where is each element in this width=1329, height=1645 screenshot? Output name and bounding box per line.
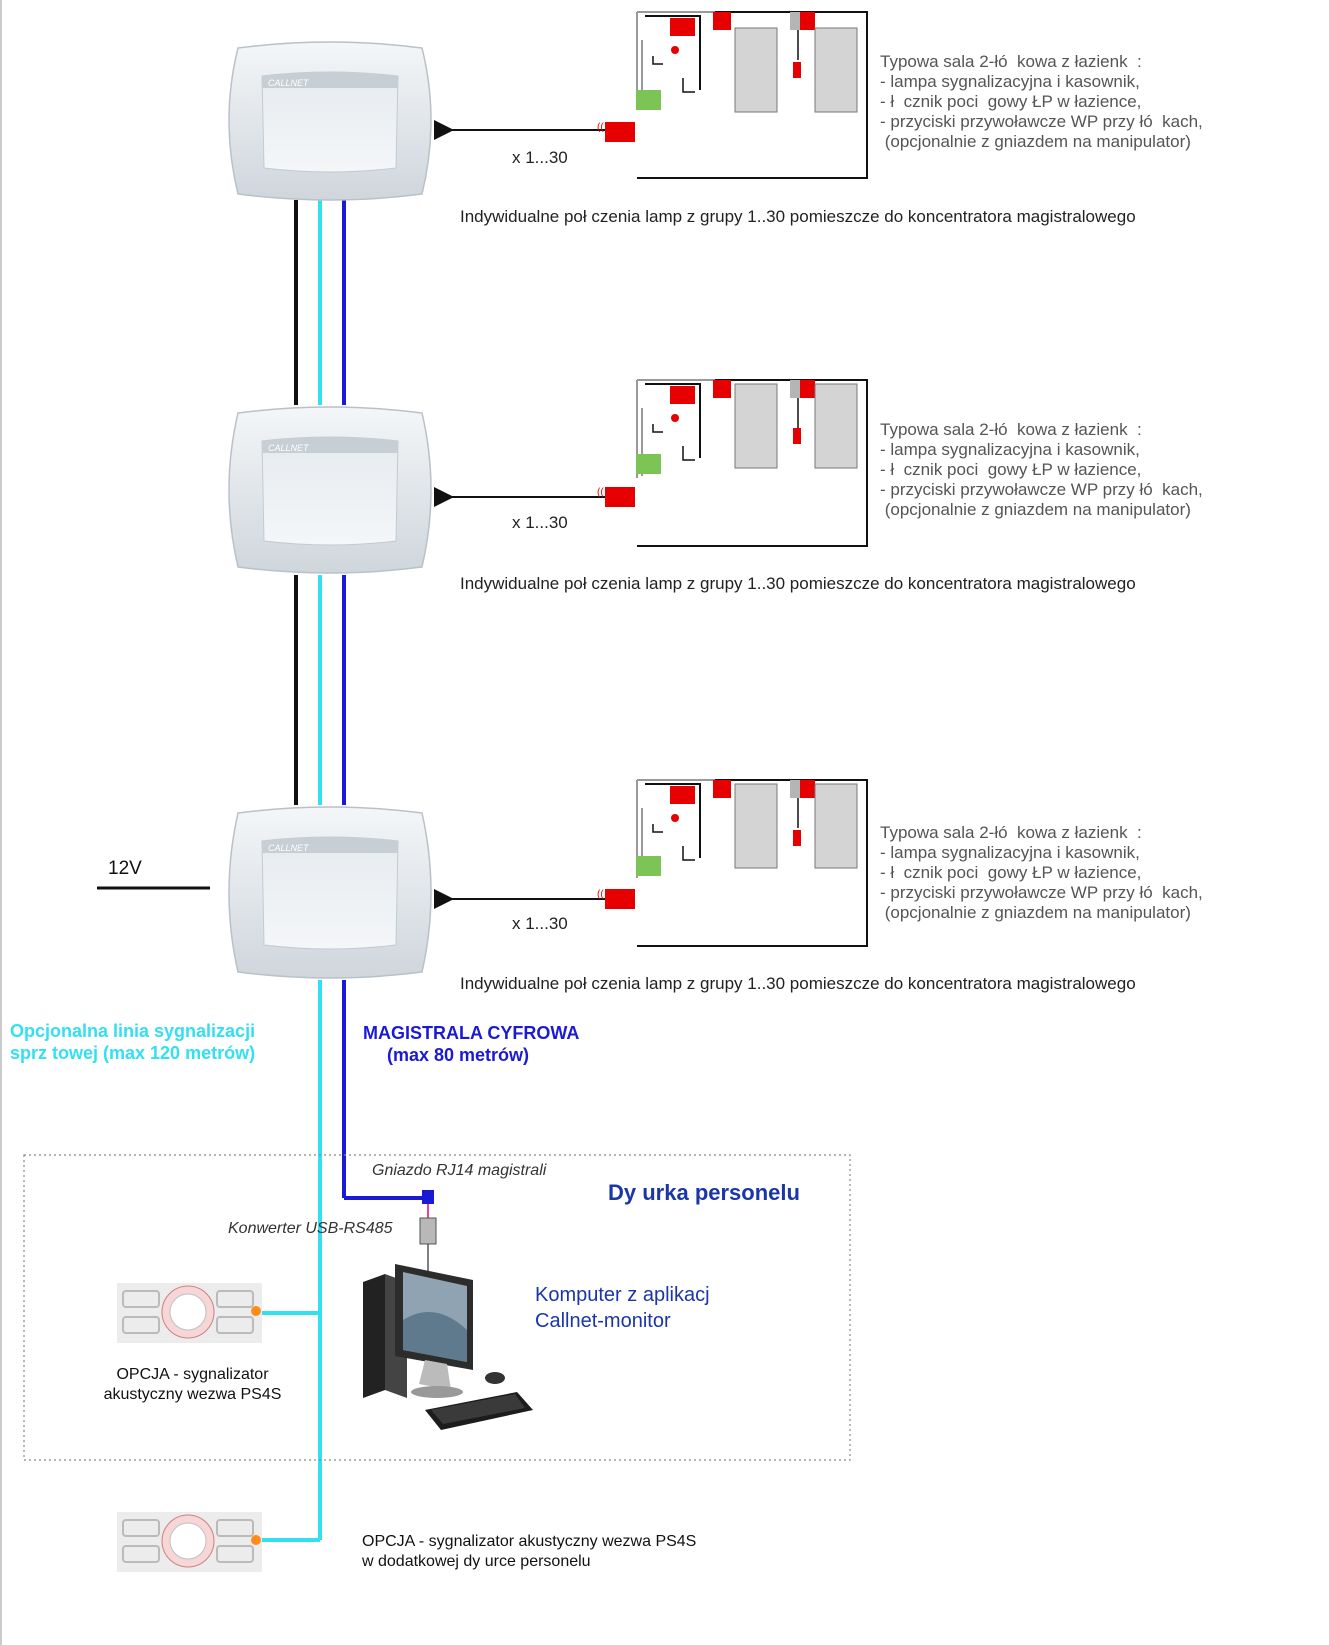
- concentrator-2: CALLNET: [220, 405, 440, 575]
- concentrator-1: CALLNET: [220, 40, 440, 202]
- room-multiplier-2: x 1...30: [512, 513, 568, 532]
- extra-option-label: OPCJA - sygnalizator akustyczny wezwa PS…: [362, 1532, 696, 1572]
- concentrator-3: CALLNET: [220, 805, 440, 980]
- usb-converter: [419, 1217, 437, 1245]
- optional-line-label-2: sprz towej (max 120 metrów): [10, 1043, 256, 1063]
- duty-option-label: OPCJA - sygnalizator akustyczny wezwa PS…: [85, 1365, 300, 1405]
- room-description-1: Typowa sala 2-łó kowa z łazienk : - lamp…: [880, 52, 1203, 151]
- converter-label: Konwerter USB-RS485: [228, 1220, 393, 1237]
- brand-logo: CALLNET: [268, 78, 310, 88]
- connection-note-2: Indywidualne poł czenia lamp z grupy 1..…: [460, 574, 1136, 593]
- room-description-2: Typowa sala 2-łó kowa z łazienk : - lamp…: [880, 420, 1203, 519]
- call-button-2: [800, 12, 815, 30]
- duty-option-label-1: OPCJA - sygnalizator: [116, 1366, 269, 1383]
- optional-line-label-1: Opcjonalna linia sygnalizacji: [10, 1021, 256, 1041]
- extra-option-label-1: OPCJA - sygnalizator akustyczny wezwa PS…: [362, 1533, 697, 1550]
- room-lamp: [605, 122, 635, 142]
- bus-label-1: MAGISTRALA CYFROWA: [363, 1023, 580, 1043]
- bus-label: MAGISTRALA CYFROWA (max 80 metrów): [363, 1022, 579, 1066]
- svg-text:CALLNET: CALLNET: [268, 443, 310, 453]
- duty-option-label-2: akustyczny wezwa PS4S: [103, 1386, 282, 1403]
- connection-note-1: Indywidualne poł czenia lamp z grupy 1..…: [460, 207, 1136, 226]
- extra-option-label-2: w dodatkowej dy urce personelu: [362, 1553, 591, 1570]
- svg-text:CALLNET: CALLNET: [268, 843, 310, 853]
- computer-icon: [355, 1260, 540, 1440]
- ps4s-signaler-icon: [117, 1283, 262, 1343]
- svg-text:((: ((: [597, 122, 604, 133]
- room-plan-3: ((: [595, 778, 875, 950]
- computer-label-1: Komputer z aplikacj: [535, 1284, 710, 1306]
- bus-segment-1: [294, 200, 346, 405]
- computer-label-2: Callnet-monitor: [535, 1310, 671, 1332]
- room-plan-1: ((: [595, 10, 875, 182]
- power-label: 12V: [108, 858, 142, 879]
- bathroom-pull-switch: [670, 18, 695, 36]
- bus-segment-2: [294, 575, 346, 805]
- rj14-socket-label: Gniazdo RJ14 magistrali: [372, 1162, 547, 1179]
- optional-line-label: Opcjonalna linia sygnalizacji sprz towej…: [10, 1020, 255, 1064]
- bus-label-2: (max 80 metrów): [387, 1045, 530, 1065]
- reset-switch: [636, 90, 661, 110]
- room-description-3: Typowa sala 2-łó kowa z łazienk : - lamp…: [880, 823, 1203, 922]
- svg-text:((: ((: [597, 889, 604, 900]
- ps4s-signaler-icon-extra: [117, 1512, 262, 1572]
- bed-1: [734, 27, 778, 113]
- svg-text:((: ((: [597, 487, 604, 498]
- room-multiplier-3: x 1...30: [512, 914, 568, 933]
- computer-label: Komputer z aplikacj Callnet-monitor: [535, 1282, 710, 1334]
- bed-2: [814, 27, 858, 113]
- room-plan-2: ((: [595, 378, 875, 550]
- rj14-socket: [422, 1190, 434, 1204]
- call-button-1: [713, 12, 731, 30]
- room-multiplier-1: x 1...30: [512, 148, 568, 167]
- connection-note-3: Indywidualne poł czenia lamp z grupy 1..…: [460, 974, 1136, 993]
- duty-room-title: Dy urka personelu: [608, 1180, 800, 1205]
